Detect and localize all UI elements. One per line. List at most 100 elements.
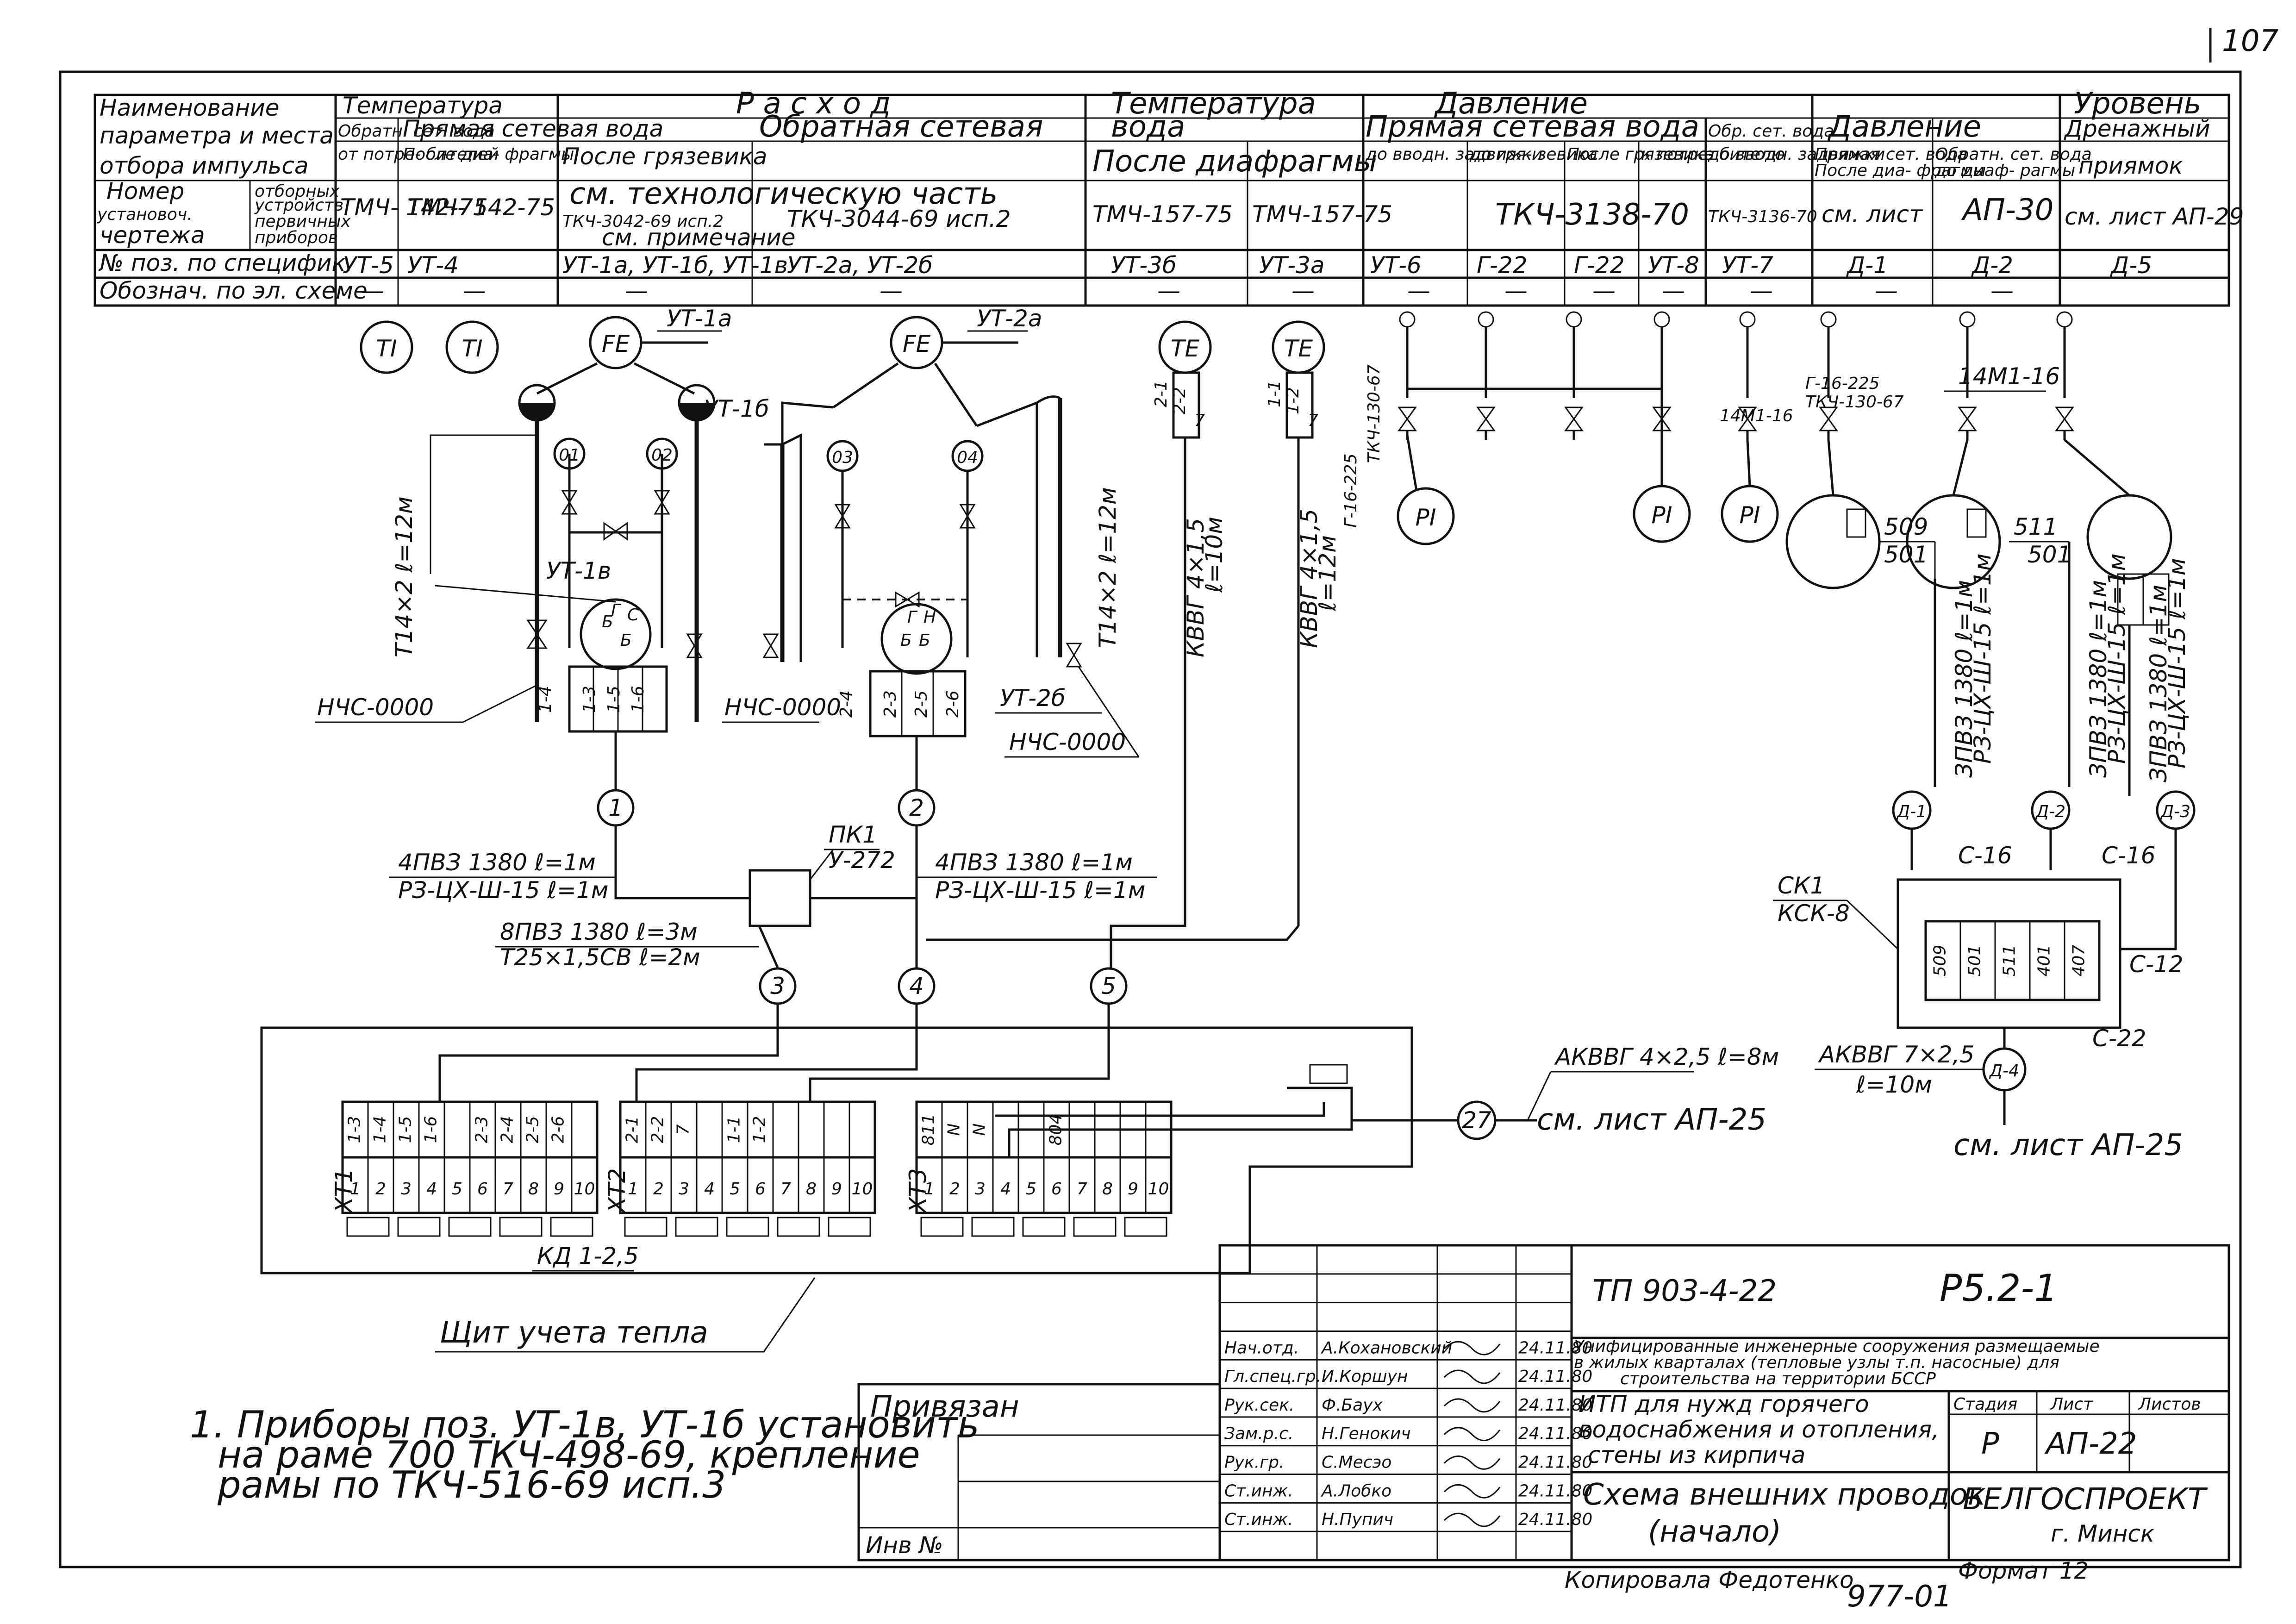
- tag-v3-b: РЗ-ЦХ-Ш-15 ℓ=1м: [2164, 558, 2190, 768]
- stamp-bound: Привязан: [870, 1390, 1019, 1424]
- instrument-fe-1: FE: [602, 331, 630, 357]
- group-flow: Расход: [736, 87, 900, 121]
- row-label-elec: Обознач. по эл. схеме: [100, 277, 368, 304]
- terminal-number: 8: [1102, 1180, 1113, 1199]
- row-label-devices-2: устройств: [254, 196, 343, 215]
- tag-03: 03: [832, 448, 853, 467]
- sub-direct-water: Прямая сетевая вода: [403, 115, 663, 142]
- tap-point: [1959, 311, 1976, 328]
- stamp-date: 24.11.80: [1518, 1481, 1592, 1500]
- place-after-diaphragm: После диа- фрагмы: [403, 145, 574, 164]
- valve-icon: [1819, 406, 1838, 431]
- tag-v3: ЗПВЗ 1380 ℓ=1м: [2145, 585, 2172, 782]
- tag-akvvg-1: АКВВГ 4×2,5 ℓ=8м: [1554, 1043, 1779, 1070]
- terminal-wire-label: N: [945, 1124, 964, 1136]
- drawing-ap30-b: АП-30: [1961, 193, 2053, 227]
- stamp-sheet: АП-22: [2044, 1427, 2137, 1461]
- terminal-clamp: [675, 1217, 718, 1237]
- svg-text:7: 7: [1308, 411, 1318, 430]
- valve-icon: [2055, 406, 2074, 431]
- signature-icon: [1443, 1427, 1501, 1442]
- stamp-role: Зам.р.с.: [1224, 1424, 1293, 1443]
- drawing-note: см. примечание: [602, 224, 796, 251]
- tag-g16-a-2: ТКЧ-130-67: [1365, 364, 1384, 463]
- terminal-number: 8: [806, 1180, 817, 1199]
- svg-text:Б: Б: [900, 631, 912, 650]
- tag-pk1-b: У-272: [829, 847, 895, 874]
- ck-cell-label: 407: [2070, 945, 2089, 977]
- svg-text:Г: Г: [611, 601, 622, 620]
- stamp-city: г. Минск: [2051, 1520, 2154, 1547]
- tag-v1-b: РЗ-ЦХ-Ш-15 ℓ=1м: [1969, 554, 1996, 764]
- instrument-pi-1: PI: [1416, 504, 1436, 531]
- tag-nchs-1: НЧС-0000: [317, 694, 434, 721]
- elec-mark: —: [361, 277, 384, 304]
- row-label-param: Наименование: [100, 94, 280, 121]
- terminal-wire-label: 1-5: [396, 1116, 415, 1143]
- tag-01: 01: [559, 446, 580, 465]
- row-label-param-2: параметра и места: [100, 122, 334, 149]
- terminal-number: 10: [1148, 1180, 1169, 1199]
- tag-v2-b: РЗ-ЦХ-Ш-15 ℓ=1м: [2103, 554, 2130, 764]
- stamp-role: Ст.инж.: [1224, 1510, 1293, 1529]
- spec-position: УТ-6: [1370, 252, 1422, 279]
- terminal-number: 1: [350, 1180, 361, 1199]
- elec-mark: —: [880, 277, 903, 304]
- notes: 1. Приборы поз. УТ-1в, УТ-1б установить …: [190, 1403, 980, 1506]
- sub-dir-short: Прямая сет. вода: [1815, 145, 1967, 164]
- terminal-clamp: [346, 1217, 390, 1237]
- row-label-drawing-3: чертежа: [100, 222, 205, 249]
- svg-text:2-6: 2-6: [943, 690, 962, 718]
- stamp-sheet-title-1: Схема внешних проводок: [1583, 1478, 1986, 1512]
- node-d4: Д-4: [1989, 1062, 2019, 1081]
- spec-position: Д-5: [2110, 252, 2152, 279]
- tag-ut1v: УТ-1в: [546, 557, 611, 584]
- valve-icon: [1738, 406, 1757, 431]
- terminal-clamp: [448, 1217, 492, 1237]
- flow-measurement-block: TI TI FE УТ-1а УТ-1б 01 02 Б: [315, 305, 1157, 1005]
- note-line-2: на раме 700 ТКЧ-498-69, крепление: [218, 1433, 920, 1476]
- svg-text:Б: Б: [602, 612, 613, 631]
- svg-text:1-4: 1-4: [536, 686, 555, 713]
- svg-text:2-1: 2-1: [1152, 380, 1171, 407]
- cable-b-label-2: РЗ-ЦХ-Ш-15 ℓ=1м: [935, 877, 1145, 904]
- stamp-inv: Инв №: [866, 1532, 943, 1559]
- row-label-drawing: Номер: [106, 178, 184, 205]
- tap-point: [1478, 311, 1494, 328]
- stamp-name: Н.Пупич: [1322, 1510, 1393, 1529]
- stamp-role: Гл.спец.гр.: [1224, 1367, 1321, 1386]
- terminal-wire-label: 1-6: [422, 1116, 441, 1143]
- drawing-tk-3136: ТКЧ-3136-70: [1708, 207, 1817, 226]
- place-before-inlet: до вводн. задвижки: [1365, 145, 1542, 164]
- terminal-number: 6: [477, 1180, 488, 1199]
- tap-point: [1739, 311, 1756, 328]
- terminal-clamp: [828, 1217, 871, 1237]
- spec-position: УТ-7: [1722, 252, 1773, 279]
- svg-text:2-4: 2-4: [837, 690, 856, 718]
- svg-text:1-1: 1-1: [1265, 380, 1284, 407]
- tag-ck1: СК1: [1778, 872, 1825, 899]
- stamp-sheet-label: Лист: [2050, 1395, 2093, 1414]
- terminal-number: 2: [653, 1180, 664, 1199]
- signature-icon: [1443, 1341, 1501, 1355]
- tag-ut1a: УТ-1а: [667, 305, 732, 332]
- terminal-clamp: [624, 1217, 668, 1237]
- signature-icon: [1443, 1484, 1501, 1499]
- stamp-name: А.Лобко: [1321, 1481, 1391, 1500]
- see-ap25-b: см. лист АП-25: [1953, 1128, 2183, 1162]
- svg-text:1-5: 1-5: [605, 686, 624, 713]
- tap-point: [1566, 311, 1582, 328]
- terminal-number: 5: [730, 1180, 740, 1199]
- stamp-project-code: ТП 903-4-22: [1592, 1274, 1777, 1308]
- sub-drain: Дренажный: [2064, 115, 2210, 142]
- spec-position: УТ-5: [343, 252, 394, 279]
- ck-cell-label: 501: [1965, 945, 1984, 977]
- tag-kd: КД 1-2,5: [537, 1243, 639, 1269]
- tag-511: 511: [2014, 513, 2058, 540]
- sub-ret-short: Обр. сет. вода: [1708, 122, 1834, 141]
- spec-position: УТ-2а, УТ-2б: [787, 252, 933, 279]
- place-before-inlet-2: до вводн. задвижки: [1708, 145, 1885, 164]
- instrument-pi-2: PI: [1652, 502, 1672, 529]
- tag-g16-b: Г-16-225: [1805, 374, 1880, 393]
